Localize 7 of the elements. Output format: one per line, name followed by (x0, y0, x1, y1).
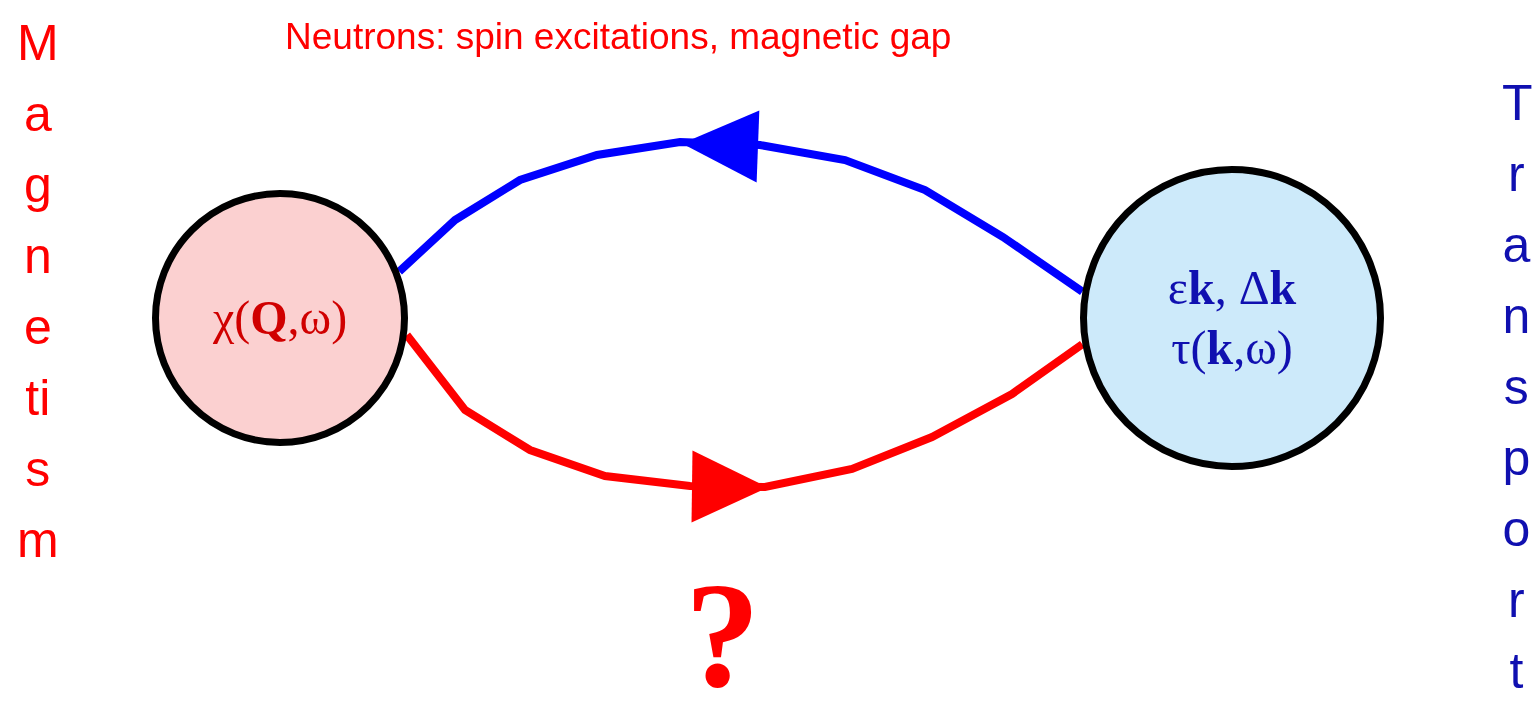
formula-text: εk, Δk (1167, 260, 1297, 316)
question-mark: ? (685, 560, 760, 710)
vertical-label: Transport (1502, 74, 1531, 701)
vertical-label: Magnetism (17, 14, 59, 570)
formula-text: χ(Q,ω) (212, 290, 348, 347)
formula-text: τ(k,ω) (1171, 320, 1293, 377)
annotation-text: Neutrons: spin excitations, magnetic gap (285, 18, 952, 55)
